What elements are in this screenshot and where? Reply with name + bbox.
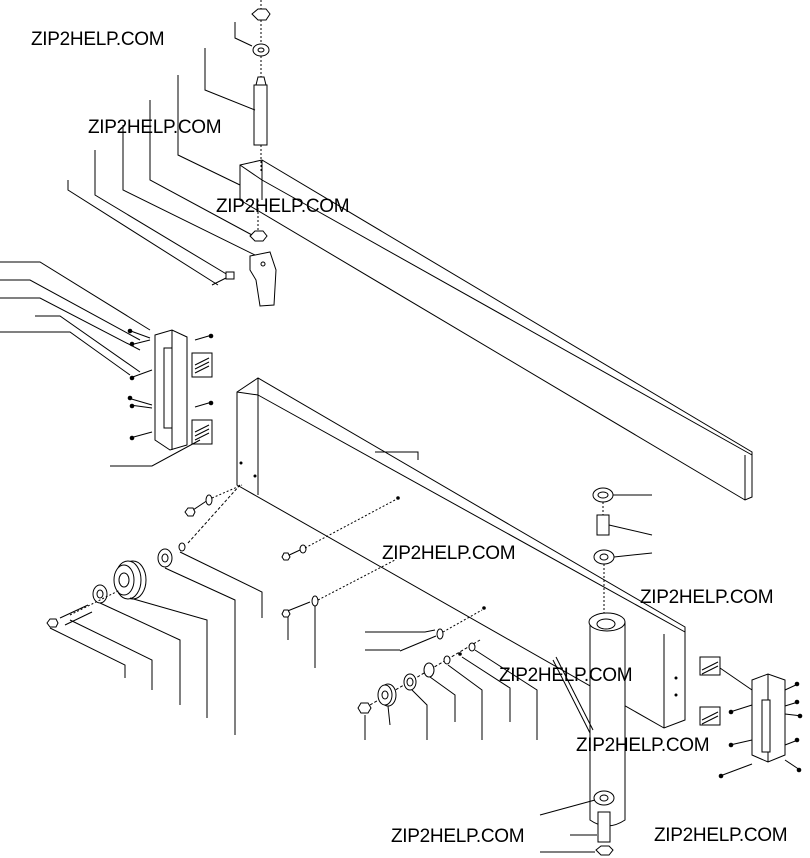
leader-lines-top — [67, 22, 256, 286]
watermark-7: ZIP2HELP.COM — [576, 735, 710, 756]
left-end-cap — [0, 261, 214, 467]
watermark-8: ZIP2HELP.COM — [391, 826, 525, 847]
watermark-9: ZIP2HELP.COM — [654, 825, 788, 846]
pulley-assembly — [46, 484, 263, 735]
right-cap-screws — [718, 681, 803, 779]
watermark-1: ZIP2HELP.COM — [31, 29, 165, 50]
watermark-4: ZIP2HELP.COM — [382, 543, 516, 564]
top-stud-assembly — [249, 0, 271, 242]
upper-rail — [239, 159, 753, 501]
left-cap-hatch — [194, 357, 210, 441]
right-hub-components — [357, 606, 594, 740]
right-stack-parts — [592, 487, 653, 613]
watermark-3: ZIP2HELP.COM — [216, 196, 350, 217]
left-cap-screws — [127, 328, 214, 441]
lower-rail — [236, 377, 686, 729]
watermark-2: ZIP2HELP.COM — [88, 117, 222, 138]
watermark-5: ZIP2HELP.COM — [640, 587, 774, 608]
bottom-stack-parts — [539, 790, 615, 856]
center-bolts — [184, 484, 400, 668]
right-end-cap — [699, 656, 803, 779]
vertical-post — [588, 612, 626, 827]
bracket — [211, 251, 277, 307]
watermark-6: ZIP2HELP.COM — [499, 665, 633, 686]
